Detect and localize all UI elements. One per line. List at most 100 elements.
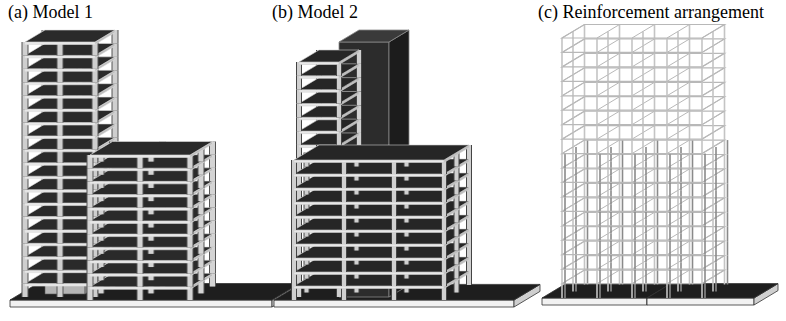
column — [642, 205, 644, 219]
column — [631, 226, 633, 240]
column — [596, 81, 598, 95]
face — [90, 247, 190, 250]
rebar — [657, 241, 659, 255]
rebar — [610, 234, 612, 248]
column — [631, 197, 633, 211]
column — [666, 139, 668, 153]
rebar — [692, 183, 694, 197]
column — [654, 155, 656, 169]
face — [25, 123, 95, 126]
rebar — [727, 155, 729, 169]
face — [294, 174, 444, 177]
face — [25, 270, 95, 273]
column — [712, 75, 714, 89]
column — [654, 97, 656, 111]
column — [712, 248, 714, 262]
face — [25, 55, 95, 58]
rebar — [599, 211, 601, 225]
column — [642, 277, 644, 291]
column — [631, 81, 633, 95]
column — [584, 183, 586, 197]
column — [701, 255, 703, 269]
rebar — [610, 263, 612, 277]
column — [701, 67, 703, 81]
column — [689, 68, 691, 82]
column — [619, 227, 621, 241]
column — [677, 248, 679, 262]
column — [712, 161, 714, 175]
face — [294, 187, 469, 202]
column — [584, 126, 586, 140]
face — [25, 190, 95, 193]
face — [299, 76, 339, 79]
rebar — [587, 155, 589, 169]
column — [572, 118, 574, 132]
beam — [597, 25, 620, 39]
rebar — [634, 154, 636, 168]
face — [10, 300, 272, 307]
column — [607, 277, 609, 291]
column — [619, 241, 621, 255]
column — [689, 256, 691, 270]
column — [666, 226, 668, 240]
rebar — [634, 284, 636, 298]
rebar — [669, 154, 671, 168]
rebar — [599, 269, 601, 283]
face — [25, 203, 95, 206]
rebar — [669, 226, 671, 240]
column — [666, 211, 668, 225]
face — [339, 30, 409, 42]
column — [677, 234, 679, 248]
column — [596, 226, 598, 240]
column — [561, 154, 563, 168]
face — [90, 168, 190, 171]
column — [584, 212, 586, 226]
column — [631, 96, 633, 110]
rebar — [610, 190, 612, 204]
column — [666, 52, 668, 66]
face — [25, 137, 115, 149]
column — [584, 111, 586, 125]
rebar — [645, 219, 647, 233]
rebar — [564, 211, 566, 225]
face — [90, 287, 190, 290]
column — [654, 53, 656, 67]
column — [689, 97, 691, 111]
face — [299, 131, 339, 134]
column — [596, 255, 598, 269]
panel-title: (a) Model 1 — [8, 3, 93, 23]
rebar — [599, 226, 601, 240]
column — [631, 52, 633, 66]
column — [572, 147, 574, 161]
rebar — [587, 270, 589, 284]
column — [572, 46, 574, 60]
rebar — [564, 197, 566, 211]
column — [572, 248, 574, 262]
column — [677, 89, 679, 103]
column — [561, 269, 563, 283]
rebar — [599, 240, 601, 254]
rebar — [575, 147, 577, 161]
column — [712, 234, 714, 248]
column — [701, 125, 703, 139]
rebar — [610, 219, 612, 233]
face — [25, 163, 95, 166]
column — [654, 140, 656, 154]
column — [642, 161, 644, 175]
rebar — [575, 248, 577, 262]
column — [712, 277, 714, 291]
column — [666, 269, 668, 283]
face — [90, 234, 190, 237]
rebar — [587, 227, 589, 241]
column — [584, 198, 586, 212]
column — [724, 227, 726, 241]
face — [294, 271, 469, 286]
column — [572, 176, 574, 190]
column — [561, 125, 563, 139]
column — [724, 270, 726, 284]
column — [572, 104, 574, 118]
column — [642, 104, 644, 118]
column — [724, 140, 726, 154]
rebar — [645, 147, 647, 161]
rebar — [575, 176, 577, 190]
